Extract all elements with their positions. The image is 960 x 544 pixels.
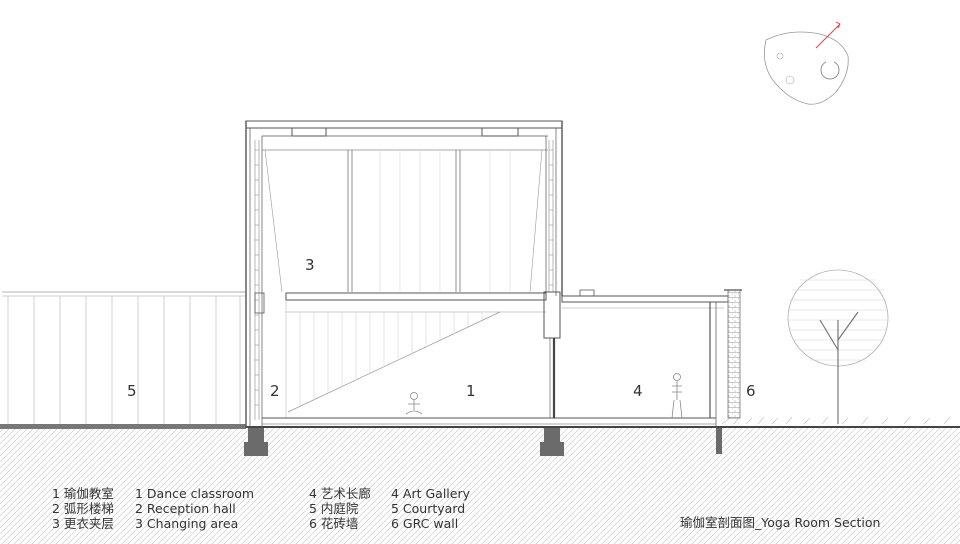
- legend-item: 4 Art Gallery: [391, 486, 471, 501]
- space-label-6: 6: [746, 382, 756, 400]
- legend-cn-col2: 4 艺术长廊 5 内庭院 6 花砖墙: [309, 486, 371, 531]
- space-label-3: 3: [305, 256, 315, 274]
- foundations: [244, 428, 722, 456]
- drawing-caption: 瑜伽室剖面图_Yoga Room Section: [680, 515, 881, 530]
- grc-wall: [724, 289, 742, 419]
- legend-en-col2: 4 Art Gallery 5 Courtyard 6 GRC wall: [391, 486, 470, 531]
- tree: [787, 269, 889, 424]
- legend-cn-col1: 1 瑜伽教室 2 弧形楼梯 3 更衣夹层: [52, 486, 114, 531]
- space-label-5: 5: [127, 382, 137, 400]
- legend-item: 5 Courtyard: [391, 501, 466, 516]
- legend-item: 2 Reception hall: [135, 501, 236, 516]
- art-gallery-volume: [561, 289, 729, 428]
- ground: [0, 424, 960, 544]
- legend-item: 2 弧形楼梯: [52, 501, 114, 516]
- courtyard-fence: [2, 291, 246, 424]
- seated-person: [405, 392, 423, 415]
- standing-person: [671, 373, 683, 419]
- wall-ladder-right: [548, 140, 554, 292]
- legend-item: 6 花砖墙: [309, 516, 359, 531]
- space-label-4: 4: [633, 382, 643, 400]
- legend-item: 3 更衣夹层: [52, 516, 114, 531]
- key-plan: [763, 21, 849, 105]
- legend-en-col1: 1 Dance classroom 2 Reception hall 3 Cha…: [135, 486, 254, 531]
- legend-item: 5 内庭院: [309, 501, 359, 516]
- space-label-1: 1: [466, 382, 476, 400]
- main-building: [245, 120, 716, 428]
- planting: [721, 415, 951, 425]
- legend-item: 4 艺术长廊: [309, 486, 371, 501]
- legend-item: 1 瑜伽教室: [52, 486, 114, 501]
- legend-item: 6 GRC wall: [391, 516, 459, 531]
- space-label-2: 2: [270, 382, 280, 400]
- legend-item: 3 Changing area: [135, 516, 239, 531]
- stair-treads: [299, 312, 483, 406]
- wall-ladder-left: [254, 140, 260, 420]
- legend-item: 1 Dance classroom: [135, 486, 255, 501]
